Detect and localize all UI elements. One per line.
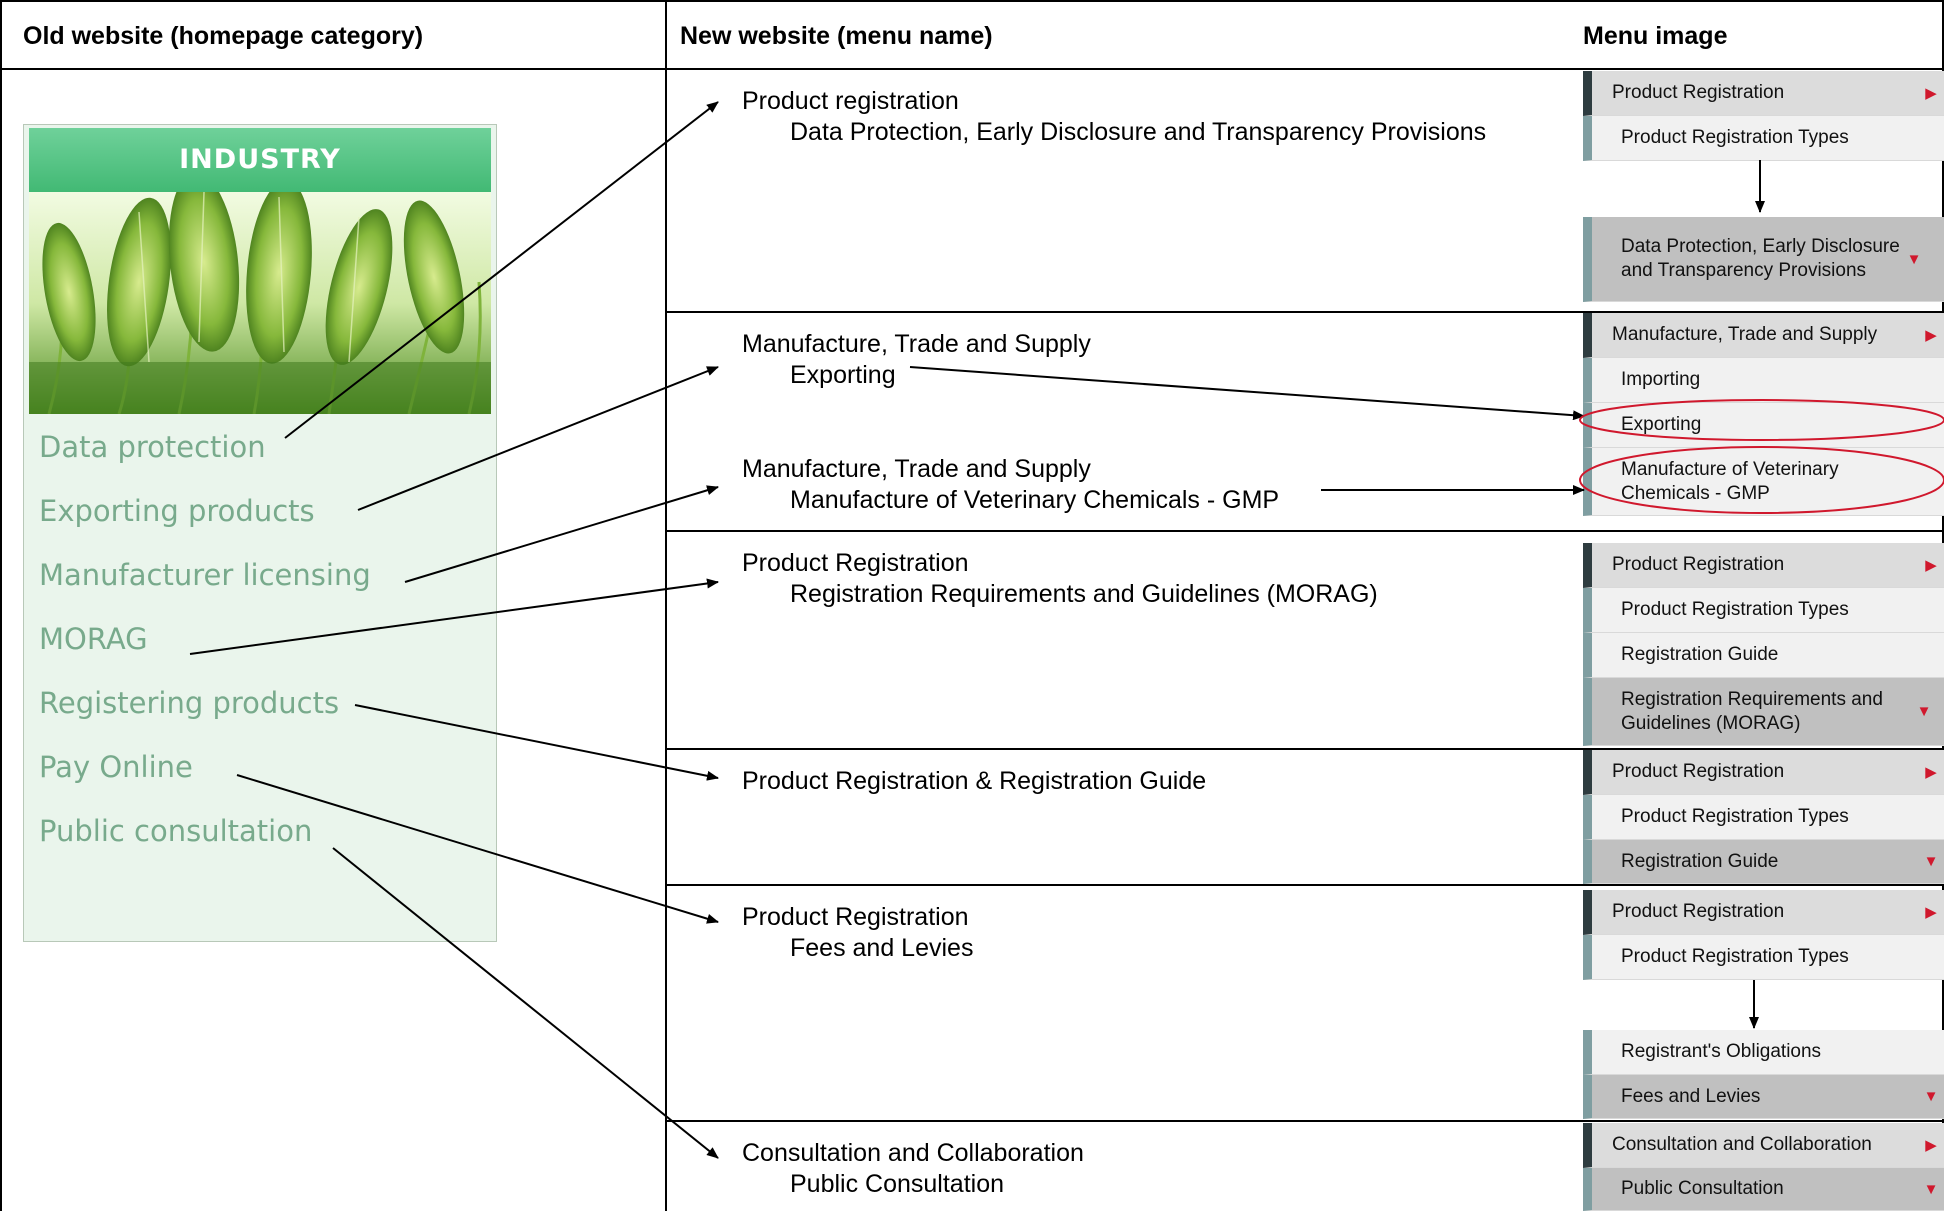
column-divider <box>665 0 667 1211</box>
new-submenu-name: Exporting <box>790 361 896 389</box>
row-divider <box>665 530 1944 532</box>
wheat-photo <box>29 192 491 414</box>
arrow-right-icon: ▶ <box>1925 904 1937 921</box>
new-submenu-name: Public Consultation <box>790 1170 1005 1198</box>
menu-item-top[interactable]: Product Registration▶ <box>1583 750 1944 795</box>
menu-item[interactable]: Product Registration Types <box>1583 795 1944 840</box>
highlight-ellipse <box>1579 399 1944 441</box>
panel-title: INDUSTRY <box>29 128 491 192</box>
arrow-right-icon: ▶ <box>1925 327 1937 344</box>
old-industry-panel: INDUSTRY <box>23 124 497 942</box>
new-menu-name: Product Registration <box>742 903 969 931</box>
new-submenu-name: Registration Requirements and Guidelines… <box>790 580 1378 608</box>
connector-arrow <box>236 774 719 924</box>
menu-item[interactable]: Importing <box>1583 358 1944 403</box>
new-menu-name: Manufacture, Trade and Supply <box>742 330 1091 358</box>
menu-item[interactable]: Product Registration Types <box>1583 116 1944 161</box>
header-old-website: Old website (homepage category) <box>23 22 424 50</box>
arrow-down-icon: ▼ <box>1923 1180 1939 1198</box>
header-new-website: New website (menu name) <box>680 22 993 50</box>
menu-item[interactable]: Product Registration Types <box>1583 935 1944 980</box>
arrow-right-icon: ▶ <box>1925 1137 1937 1154</box>
arrow-down-icon: ▼ <box>1923 853 1939 870</box>
old-link-exporting-products[interactable]: Exporting products <box>39 494 315 528</box>
new-submenu-name: Manufacture of Veterinary Chemicals - GM… <box>790 486 1280 514</box>
arrow-down-icon: ▼ <box>1916 703 1932 720</box>
connector-arrow <box>354 704 719 781</box>
arrow-down-icon: ▼ <box>1906 250 1922 268</box>
header-menu-image: Menu image <box>1583 22 1728 50</box>
menu-item-top[interactable]: Consultation and Collaboration▶ <box>1583 1123 1944 1168</box>
new-menu-name: Product registration <box>742 87 959 115</box>
arrow-right-icon: ▶ <box>1925 85 1937 102</box>
row-divider <box>665 1120 1944 1122</box>
old-link-public-consultation[interactable]: Public consultation <box>39 814 313 848</box>
table-border-left <box>0 0 2 1211</box>
menu-item[interactable]: Product Registration Types <box>1583 588 1944 633</box>
table-border-top <box>0 0 1944 2</box>
menu-item-selected[interactable]: Registration Guide▼ <box>1583 840 1944 884</box>
old-link-data-protection[interactable]: Data protection <box>39 430 266 464</box>
arrow-right-icon: ▶ <box>1925 557 1937 574</box>
menu-item-top[interactable]: Product Registration▶ <box>1583 71 1944 116</box>
new-menu-name: Manufacture, Trade and Supply <box>742 455 1091 483</box>
row-divider <box>665 884 1944 886</box>
connector-arrow <box>284 101 719 439</box>
old-link-manufacturer-licensing[interactable]: Manufacturer licensing <box>39 558 371 592</box>
connector-arrow <box>909 366 1585 421</box>
connector-arrow <box>332 847 719 1159</box>
connector-arrow <box>189 578 719 655</box>
new-submenu-name: Fees and Levies <box>790 934 974 962</box>
menu-item-top[interactable]: Product Registration▶ <box>1583 890 1944 935</box>
arrow-down-icon: ▼ <box>1923 1088 1939 1105</box>
highlight-ellipse <box>1579 446 1944 514</box>
old-link-morag[interactable]: MORAG <box>39 622 148 656</box>
new-submenu-name: Data Protection, Early Disclosure and Tr… <box>790 118 1487 146</box>
new-menu-name: Product Registration <box>742 549 969 577</box>
menu-item[interactable]: Registration Guide <box>1583 633 1944 678</box>
old-link-pay-online[interactable]: Pay Online <box>39 750 193 784</box>
connector-arrow <box>404 485 719 583</box>
new-menu-name: Product Registration & Registration Guid… <box>742 767 1207 795</box>
menu-item[interactable]: Registrant's Obligations <box>1583 1030 1944 1075</box>
menu-item-selected[interactable]: Fees and Levies▼ <box>1583 1075 1944 1119</box>
connector-arrow <box>357 366 719 511</box>
new-menu-name: Consultation and Collaboration <box>742 1139 1084 1167</box>
arrow-right-icon: ▶ <box>1925 764 1937 781</box>
menu-item-selected[interactable]: Data Protection, Early Disclosure and Tr… <box>1583 217 1944 302</box>
old-link-registering-products[interactable]: Registering products <box>39 686 340 720</box>
row-divider <box>665 311 1944 313</box>
menu-item-top[interactable]: Manufacture, Trade and Supply▶ <box>1583 313 1944 358</box>
row-divider <box>665 748 1944 750</box>
menu-item-top[interactable]: Product Registration▶ <box>1583 543 1944 588</box>
header-divider <box>0 68 1944 70</box>
menu-item-selected[interactable]: Registration Requirements and Guidelines… <box>1583 678 1944 746</box>
